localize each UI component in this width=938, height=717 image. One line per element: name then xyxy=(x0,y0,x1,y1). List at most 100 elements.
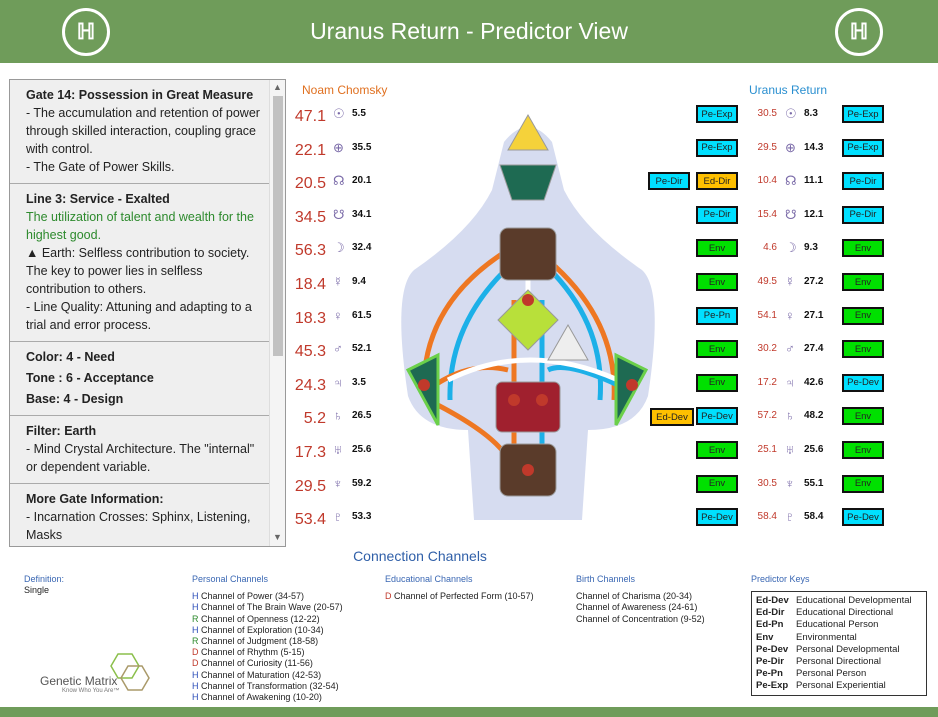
planet-icon: ☿ xyxy=(785,274,795,289)
return-personality-value: 14.3 xyxy=(804,141,824,153)
predictor-key-badge[interactable]: Pe-Dev xyxy=(842,373,884,392)
genetic-matrix-logo-icon xyxy=(110,653,150,691)
channel-type: D xyxy=(192,658,199,669)
design-gate-value: 29.5 xyxy=(294,477,326,495)
key-meaning: Personal Experiential xyxy=(796,680,886,692)
head-center[interactable] xyxy=(507,113,549,151)
predictor-key-badge[interactable]: Pe-Dev xyxy=(696,407,738,426)
planet-icon: ♂ xyxy=(785,341,795,357)
key-meaning: Personal Directional xyxy=(796,656,882,668)
return-personality-value: 9.3 xyxy=(804,242,818,254)
predictor-key-badge[interactable]: Env xyxy=(696,474,738,493)
return-personality-value: 27.1 xyxy=(804,309,824,321)
return-design-value: 54.1 xyxy=(757,309,777,321)
filter-section: Filter: Earth - Mind Crystal Architectur… xyxy=(10,416,270,484)
key-code: Pe-Dev xyxy=(756,643,789,655)
gate-marker[interactable] xyxy=(508,394,520,406)
scroll-up-icon[interactable]: ▲ xyxy=(273,82,282,92)
definition-label: Definition: xyxy=(24,574,65,584)
birth-title: Birth Channels xyxy=(576,574,636,584)
predictor-key-badge[interactable]: Env xyxy=(696,373,738,392)
predictor-key-badge[interactable]: Env xyxy=(842,407,884,426)
predictor-key-badge[interactable]: Pe-Dev xyxy=(696,508,738,527)
predictor-key-badge[interactable]: Pe-Dir xyxy=(842,172,884,191)
personality-gate-value: 26.5 xyxy=(352,410,372,422)
predictor-key-badge[interactable]: Env xyxy=(842,239,884,258)
predictor-key-badge[interactable]: Env xyxy=(842,273,884,291)
predictor-key-badge[interactable]: Env xyxy=(842,306,884,325)
personal-title: Personal Channels xyxy=(192,574,269,584)
key-code: Env xyxy=(756,631,774,643)
predictor-key-badge[interactable]: Env xyxy=(842,340,884,359)
predictor-key-badge[interactable]: Pe-Dir xyxy=(842,205,884,224)
line-description: The utilization of talent and wealth for… xyxy=(26,210,254,242)
planet-icon: ♀ xyxy=(785,307,795,323)
return-design-value: 57.2 xyxy=(757,410,777,422)
channel-item: Channel of Concentration (9-52) xyxy=(576,613,705,624)
gate-info-panel[interactable]: Gate 14: Possession in Great Measure - T… xyxy=(9,79,286,547)
planet-icon: ☋ xyxy=(333,206,345,222)
filter-title: Filter: Earth xyxy=(26,424,97,438)
design-gate-value: 5.2 xyxy=(303,410,326,428)
predictor-key-badge[interactable]: Ed-Dir xyxy=(696,172,738,191)
header-bar: ℍ Uranus Return - Predictor View ℍ xyxy=(0,0,938,63)
predictor-key-badge[interactable]: Env xyxy=(696,441,738,459)
gate-marker[interactable] xyxy=(522,294,534,306)
sacral-center[interactable] xyxy=(495,381,561,433)
channel-item: D Channel of Rhythm (5-15) xyxy=(192,647,305,658)
heart-center[interactable] xyxy=(547,323,589,361)
return-design-value: 49.5 xyxy=(757,276,777,287)
channel-item: Channel of Charisma (20-34) xyxy=(576,591,693,602)
hg-logo-icon[interactable]: ℍ xyxy=(835,8,883,56)
bodygraph-chart xyxy=(401,113,655,520)
channel-item: H Channel of Transformation (32-54) xyxy=(192,680,339,691)
predictor-key-badge[interactable]: Env xyxy=(696,340,738,359)
return-design-value: 58.4 xyxy=(757,511,777,523)
predictor-key-badge[interactable]: Pe-Dir xyxy=(648,172,690,190)
predictor-key-badge[interactable]: Env xyxy=(696,239,738,258)
more-text: - Incarnation Crosses: Sphinx, Listening… xyxy=(26,510,251,542)
predictor-key-badge[interactable]: Env xyxy=(842,474,884,493)
gate-text: - The accumulation and retention of powe… xyxy=(26,106,260,156)
channel-item: H Channel of The Brain Wave (20-57) xyxy=(192,602,343,613)
predictor-key-badge[interactable]: Pe-Exp xyxy=(842,138,884,157)
key-meaning: Personal Person xyxy=(796,668,867,680)
personality-gate-value: 5.5 xyxy=(352,108,366,119)
predictor-key-badge[interactable]: Pe-Pn xyxy=(696,306,738,325)
color-label: Color: 4 - Need xyxy=(26,350,115,364)
scroll-down-icon[interactable]: ▼ xyxy=(273,532,282,542)
predictor-key-badge[interactable]: Pe-Exp xyxy=(696,138,738,157)
gate-marker[interactable] xyxy=(522,464,534,476)
predictor-key-badge[interactable]: Env xyxy=(842,441,884,459)
planet-icon: ♆ xyxy=(333,475,343,491)
base-label: Base: 4 - Design xyxy=(26,392,124,406)
filter-text: - Mind Crystal Architecture. The "intern… xyxy=(26,442,255,474)
gate-marker[interactable] xyxy=(536,394,548,406)
gate-marker[interactable] xyxy=(626,379,638,391)
channel-item: Channel of Awareness (24-61) xyxy=(576,602,698,613)
planet-icon: ♃ xyxy=(333,374,343,390)
design-gate-value: 20.5 xyxy=(294,175,326,193)
return-design-value: 25.1 xyxy=(757,444,777,455)
predictor-key-badge[interactable]: Pe-Dev xyxy=(842,508,884,527)
personality-gate-value: 34.1 xyxy=(352,208,372,220)
scroll-thumb[interactable] xyxy=(273,96,283,356)
personality-gate-value: 25.6 xyxy=(352,444,372,455)
gate-marker[interactable] xyxy=(418,379,430,391)
predictor-key-badge[interactable]: Pe-Dir xyxy=(696,205,738,224)
predictor-key-badge[interactable]: Ed-Dev xyxy=(650,408,694,426)
predictor-key-badge[interactable]: Pe-Exp xyxy=(696,105,738,123)
design-gate-value: 53.4 xyxy=(294,511,326,529)
design-gate-value: 34.5 xyxy=(294,208,326,226)
planet-icon: ♇ xyxy=(333,509,343,525)
predictor-key-badge[interactable]: Env xyxy=(696,273,738,291)
more-title: More Gate Information: xyxy=(26,492,164,506)
planet-icon: ♇ xyxy=(785,509,795,525)
ajna-center[interactable] xyxy=(499,164,557,201)
panel-scrollbar[interactable]: ▲ ▼ xyxy=(269,80,285,546)
throat-center[interactable] xyxy=(499,227,557,281)
g-center[interactable] xyxy=(497,289,559,351)
hg-logo-icon[interactable]: ℍ xyxy=(62,8,110,56)
predictor-key-badge[interactable]: Pe-Exp xyxy=(842,105,884,123)
